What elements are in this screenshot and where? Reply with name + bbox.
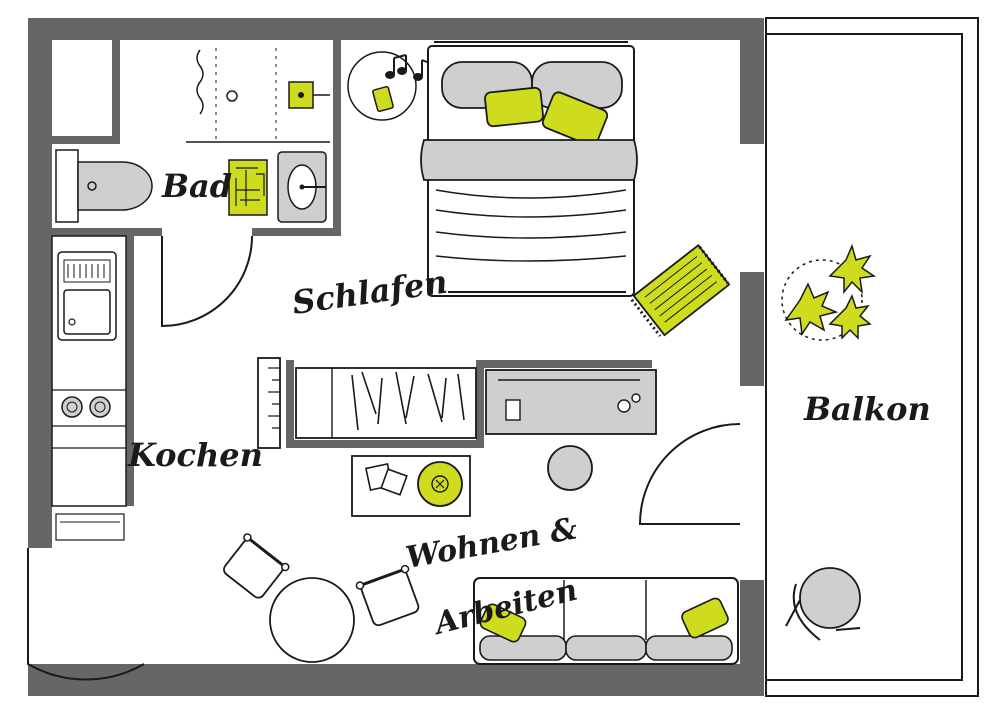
plant-icon [781, 243, 877, 341]
room-label-bad: Bad [161, 167, 232, 205]
balcony-chair [785, 567, 861, 641]
sink-icon [277, 151, 327, 223]
bath-mat [228, 159, 268, 216]
bed-icon [420, 41, 638, 297]
stove-icon [61, 396, 111, 418]
balcony [765, 17, 979, 697]
balcony-door [638, 423, 741, 525]
kitchen [51, 235, 127, 541]
music-notes-icon [385, 54, 433, 81]
exterior-walls [28, 18, 764, 696]
bathroom-door [161, 235, 253, 328]
bathroom [52, 40, 330, 328]
living-area [223, 357, 741, 665]
room-label-wohnen: Wohnen & [403, 511, 580, 576]
toilet-icon [55, 149, 153, 223]
room-label-balkon: Balkon [803, 390, 931, 428]
bedroom [347, 41, 731, 337]
room-label-kochen: Kochen [127, 436, 263, 474]
sink-icon [57, 251, 117, 341]
entrance-door [27, 548, 145, 681]
shower-icon [186, 48, 330, 143]
room-label-schlafen: Schlafen [290, 263, 450, 322]
sofa-icon [473, 577, 739, 665]
rug [630, 243, 731, 337]
interior-walls [28, 40, 652, 548]
